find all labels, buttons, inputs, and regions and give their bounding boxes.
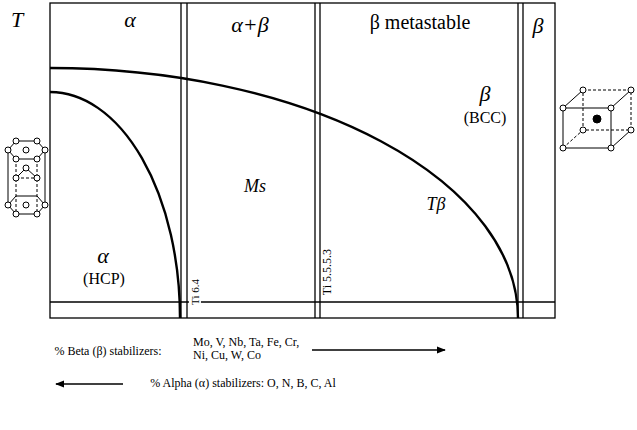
crystal-structure-label: (BCC) — [463, 109, 508, 127]
phase-region-label: α+β — [230, 13, 269, 37]
element-list: Mo, V, Nb, Ta, Fe, Cr, Ni, Cu, W, Co — [192, 336, 310, 362]
axis-label: T — [10, 8, 24, 32]
alloy-line — [186, 3, 187, 318]
beta-arrow — [312, 349, 445, 350]
phase-region-label: β metastable — [369, 11, 472, 33]
axis-note: % Alpha (α) stabilizers: O, N, B, C, Al — [149, 377, 337, 390]
phase-region-label: β — [532, 14, 545, 38]
phase-label: α — [96, 244, 110, 268]
room-temperature-line — [50, 301, 555, 302]
alloy-line — [314, 3, 315, 318]
curve-label: Ms — [243, 177, 267, 197]
hcp-cell-icon — [5, 138, 48, 217]
curve-label: Tβ — [426, 195, 447, 215]
phase-label: β — [479, 82, 492, 106]
plot-frame — [50, 3, 555, 318]
alloy-line — [180, 3, 181, 318]
beta-transus-curve — [50, 68, 518, 318]
bcc-cell-icon — [560, 87, 634, 151]
phase-region-label: α — [123, 8, 137, 32]
alloy-label: Ti 5.5.5.3 — [321, 248, 334, 296]
alpha-arrow — [56, 383, 123, 384]
crystal-structure-label: (HCP) — [82, 270, 126, 288]
martensite-start-curve — [50, 92, 180, 318]
axis-note: % Beta (β) stabilizers: — [53, 345, 162, 358]
alloy-line — [517, 3, 518, 318]
alloy-line — [522, 3, 523, 318]
alloy-label: Ti 6.4 — [189, 278, 201, 306]
